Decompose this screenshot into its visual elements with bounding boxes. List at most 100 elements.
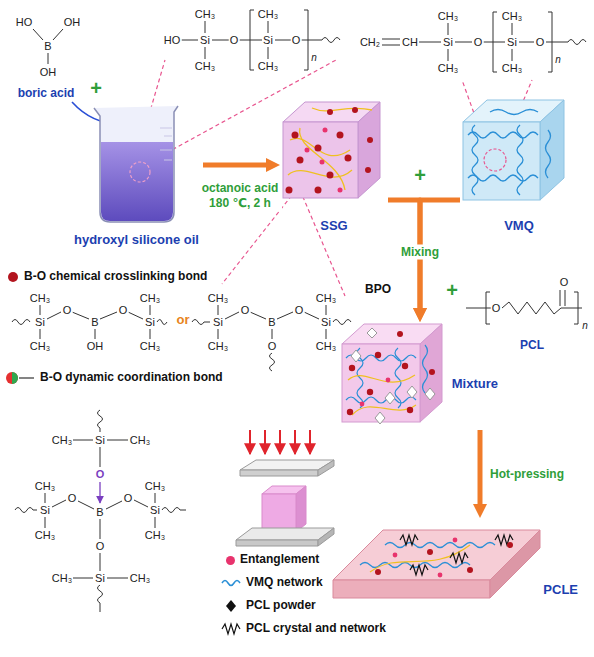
illustration-part xyxy=(192,320,210,325)
press-arrows xyxy=(250,430,310,454)
illustration-part xyxy=(320,160,325,165)
illustration-part xyxy=(337,132,344,139)
illustration-part xyxy=(438,573,443,578)
illustration-part xyxy=(367,137,373,143)
label-text: CH₃ xyxy=(34,480,56,493)
label-text: O xyxy=(118,304,129,317)
illustration-part xyxy=(333,580,490,598)
legend-text: Entanglement xyxy=(240,553,319,567)
illustration-part xyxy=(453,538,458,543)
label-text: Si xyxy=(39,504,51,517)
illustration-part xyxy=(463,122,540,200)
illustration-part xyxy=(342,344,420,422)
label-text: CH₃ xyxy=(194,60,216,73)
vmq-cube xyxy=(463,100,564,200)
illustration-part xyxy=(347,409,353,415)
mixture-network xyxy=(346,345,428,415)
label-text: Si xyxy=(320,316,332,329)
label-text: or xyxy=(176,313,191,328)
label-text: CH₃ xyxy=(315,292,337,305)
label-text: O xyxy=(267,340,278,353)
illustration-part xyxy=(352,107,358,113)
legend-text: VMQ network xyxy=(246,576,323,590)
label-text: Si xyxy=(262,34,274,47)
label-text: CH₂ xyxy=(359,36,381,49)
illustration-part xyxy=(407,386,417,398)
label-text: O xyxy=(473,36,484,49)
legend-samples xyxy=(6,372,240,634)
illustration-part xyxy=(338,188,343,193)
illustration-part xyxy=(490,110,538,115)
label-text: n xyxy=(554,54,562,66)
label-text: O xyxy=(62,304,73,317)
label-text: n xyxy=(310,52,318,64)
label-text: PCL xyxy=(519,339,545,353)
node-label: Mixture xyxy=(452,377,498,392)
illustration-part xyxy=(360,402,365,407)
illustration-part xyxy=(309,430,311,454)
illustration-part xyxy=(288,170,352,177)
label-text: B xyxy=(95,506,104,519)
label-text: CH₃ xyxy=(207,292,229,305)
edge-label: Hot-pressing xyxy=(488,467,566,482)
mixture-cube xyxy=(342,324,442,422)
label-text: CH₃ xyxy=(501,62,523,75)
node-box: VMQ xyxy=(460,98,578,240)
zoom-circle xyxy=(484,149,506,171)
label-text: O xyxy=(123,492,134,505)
illustration-part xyxy=(279,430,281,454)
label-text: B xyxy=(267,316,276,329)
node-box: hydroxyl silicone oil xyxy=(70,100,203,252)
label-text: CH₃ xyxy=(51,572,73,585)
legend-text: B-O dynamic coordination bond xyxy=(40,371,223,385)
illustration-part xyxy=(157,320,167,325)
pcle-slab xyxy=(333,530,540,598)
illustration-part xyxy=(305,148,310,153)
node-label: SSG xyxy=(320,219,347,234)
label-text: O xyxy=(240,304,251,317)
illustration-part xyxy=(375,352,381,358)
illustration-part xyxy=(450,553,468,563)
illustration-part xyxy=(322,38,340,43)
illustration-part xyxy=(351,350,361,362)
illustration-part xyxy=(218,305,326,339)
label-text: BPO xyxy=(364,283,392,297)
illustration-part xyxy=(73,519,128,578)
illustration-part xyxy=(346,397,416,403)
label-text: n xyxy=(581,320,589,332)
label-text: CH₃ xyxy=(29,292,51,305)
illustration-part xyxy=(40,305,150,339)
illustration-part xyxy=(98,410,103,432)
illustration-part xyxy=(12,372,18,384)
label-text: CH₃ xyxy=(315,340,337,353)
label-text: OH xyxy=(86,340,105,353)
label-text: CH₃ xyxy=(139,340,161,353)
illustration-part xyxy=(6,372,18,384)
illustration-part xyxy=(466,308,491,309)
label-text: CH xyxy=(401,36,419,49)
illustration-part xyxy=(312,108,372,111)
label-text: B xyxy=(90,316,99,329)
mixture-particles xyxy=(347,328,435,424)
illustration-part xyxy=(222,624,240,634)
illustration-part xyxy=(318,460,334,476)
illustration-part xyxy=(423,345,428,393)
illustration-part xyxy=(386,378,391,383)
illustration-part xyxy=(12,320,30,325)
illustration-part xyxy=(352,405,416,415)
label-text: + xyxy=(89,77,103,100)
illustration-part xyxy=(568,40,586,45)
node-label: PCLE xyxy=(543,583,578,598)
illustration-part xyxy=(160,128,172,160)
label-text: CH₃ xyxy=(34,529,56,542)
label-text: + xyxy=(445,279,459,302)
label-text: CH₃ xyxy=(257,60,279,73)
illustration-part xyxy=(283,122,358,198)
illustration-part xyxy=(490,530,540,598)
node-box: SSG xyxy=(280,98,388,240)
label-text: CH₃ xyxy=(437,10,459,23)
illustration-part xyxy=(467,567,473,573)
label-text: Si xyxy=(149,504,161,517)
edge-label: Mixing xyxy=(399,245,441,260)
illustration-part xyxy=(236,540,318,546)
